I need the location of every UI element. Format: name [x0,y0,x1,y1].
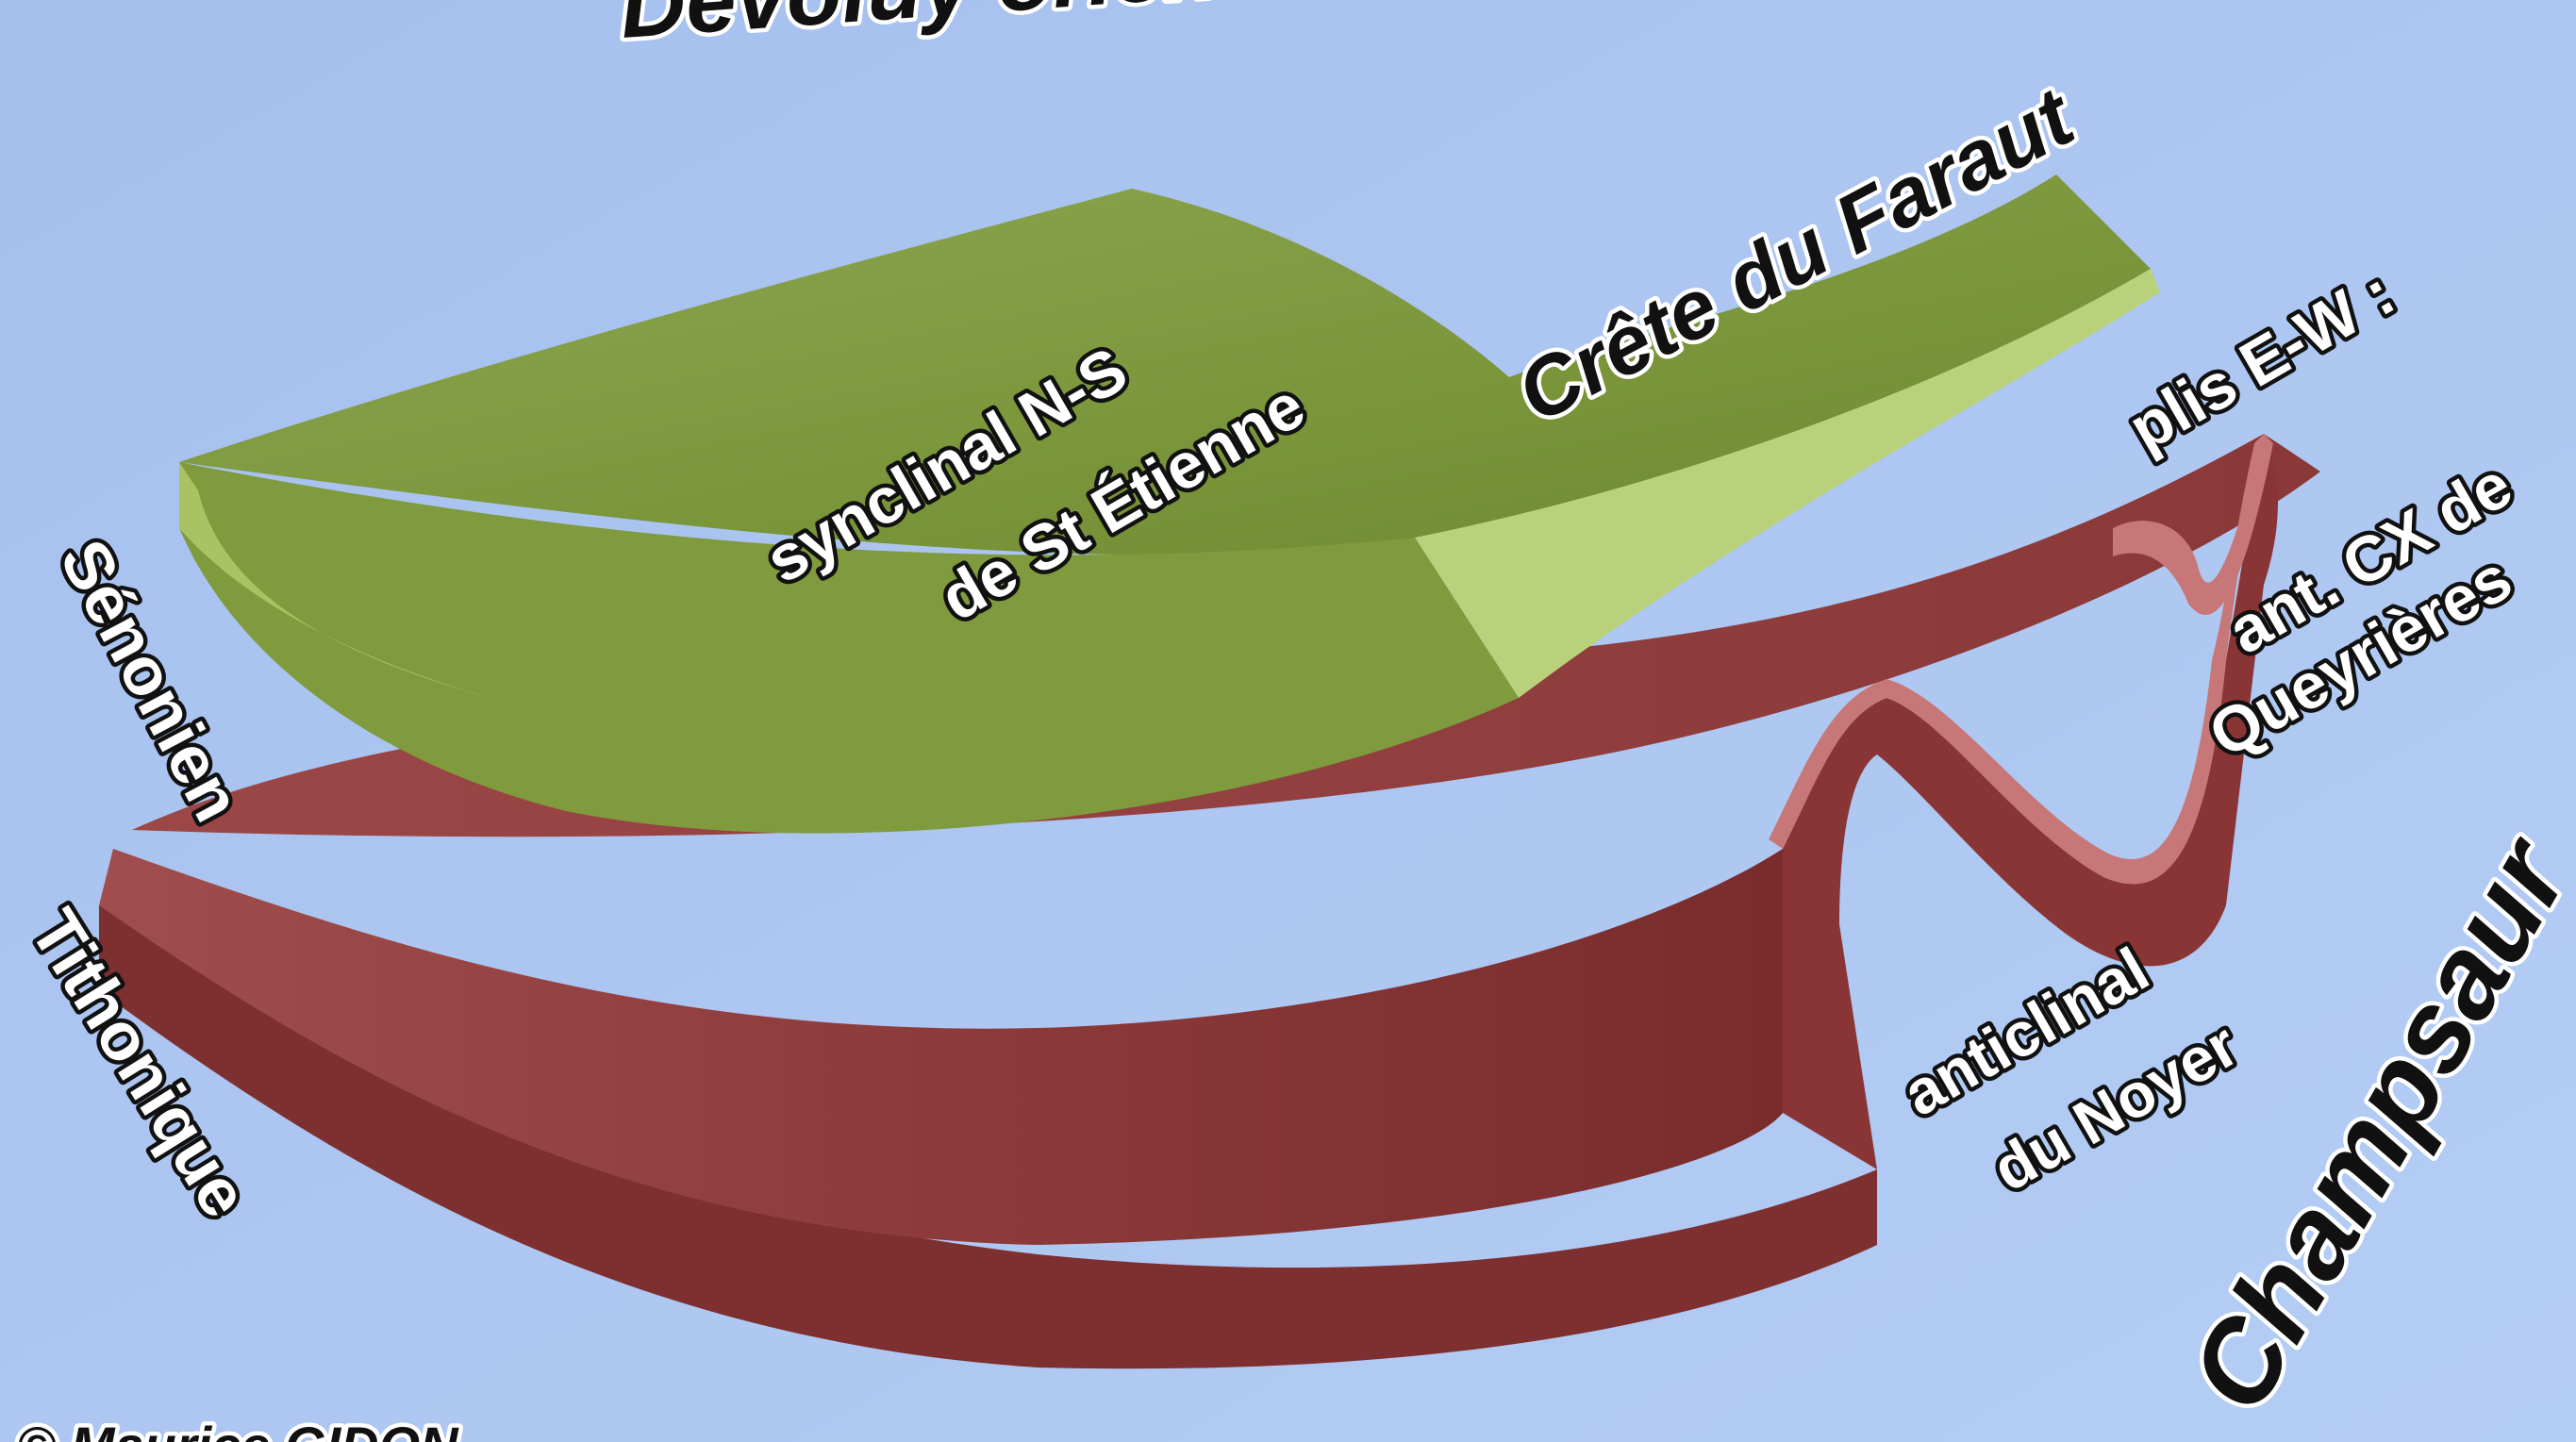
red-layer-front-face [99,905,1877,1369]
red-fold-outer [1783,434,2278,1169]
red-fold-right-crest [2113,434,2273,616]
green-layer-right-side [1415,269,2160,698]
green-layer-front-face [179,462,1519,834]
credit-label: © Maurice GIDON [17,1416,459,1442]
red-layer-main-body [99,849,1783,1245]
red-fold-edge [1769,434,2264,885]
green-layer-front-light [179,462,490,698]
senonien-layer [179,174,2160,834]
green-layer-top-surface [179,174,2151,555]
